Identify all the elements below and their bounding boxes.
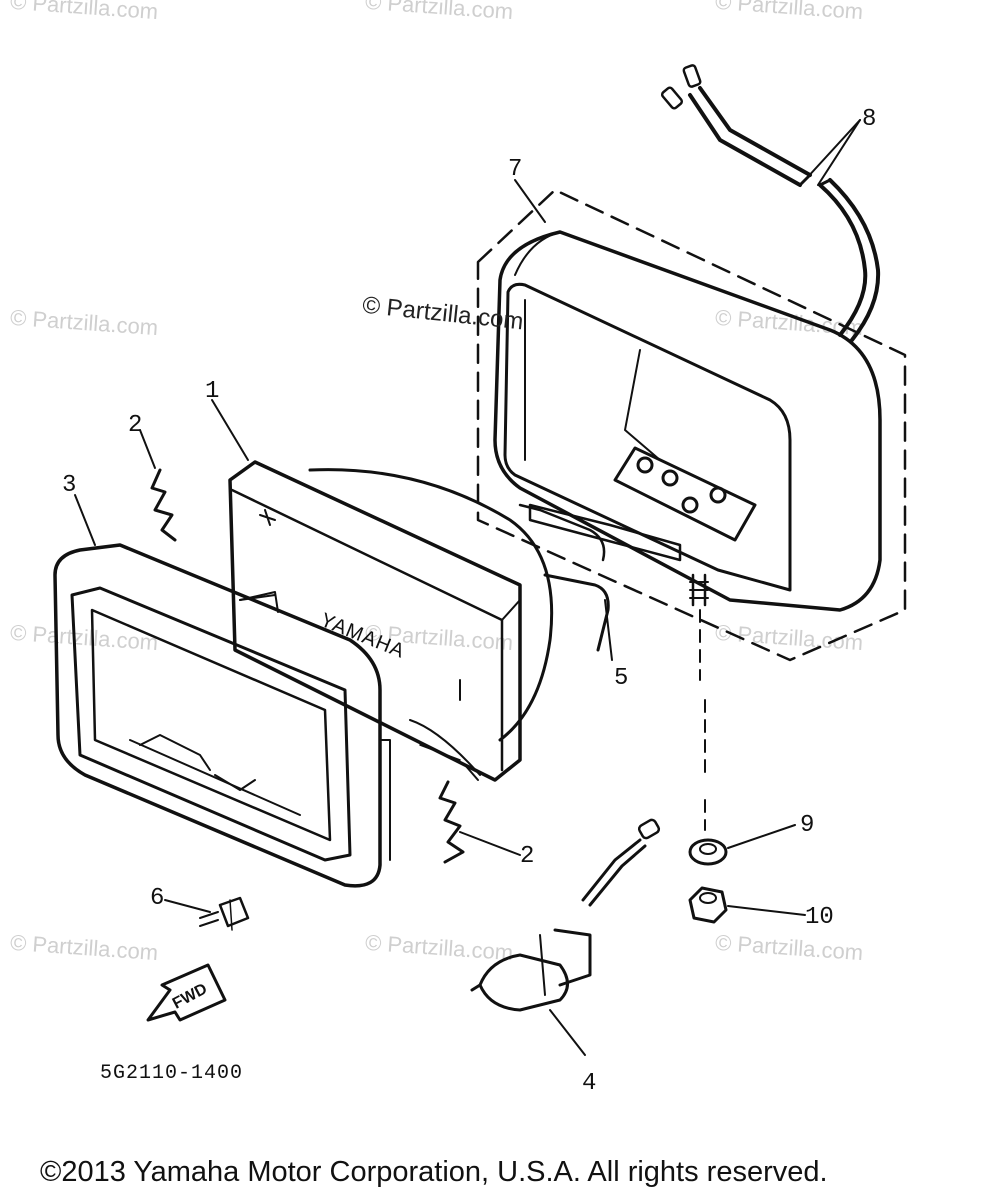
headlight-unit-part-1 xyxy=(228,460,554,782)
callout-2: 2 xyxy=(128,412,143,439)
leader-lines xyxy=(74,119,861,1056)
diagram-code: 5G2110-1400 xyxy=(100,1062,244,1085)
housing-part-7 xyxy=(476,188,907,662)
callout-5: 5 xyxy=(614,665,629,692)
callout-10: 10 xyxy=(805,904,834,931)
callout-2: 2 xyxy=(520,843,535,870)
callout-3: 3 xyxy=(62,472,77,499)
callout-6: 6 xyxy=(150,885,165,912)
forward-arrow-icon xyxy=(146,963,227,1022)
callout-9: 9 xyxy=(800,812,815,839)
copyright-text: ©2013 Yamaha Motor Corporation, U.S.A. A… xyxy=(40,1156,828,1188)
nut-part-10 xyxy=(688,886,728,924)
centerline xyxy=(699,609,706,831)
callout-4: 4 xyxy=(582,1070,597,1097)
bracket-part-5 xyxy=(518,503,610,652)
spring-part-2 xyxy=(150,468,177,542)
spring-part-2 xyxy=(438,780,465,864)
screw-part-6 xyxy=(199,896,250,931)
washer-part-9 xyxy=(688,838,728,866)
wire-lead-part-8 xyxy=(660,64,881,342)
callout-8: 8 xyxy=(862,106,877,133)
callout-1: 1 xyxy=(205,378,220,405)
headlight-rim-part-3 xyxy=(53,543,391,888)
callout-7: 7 xyxy=(508,156,523,183)
bulb-part-4 xyxy=(470,818,661,1012)
